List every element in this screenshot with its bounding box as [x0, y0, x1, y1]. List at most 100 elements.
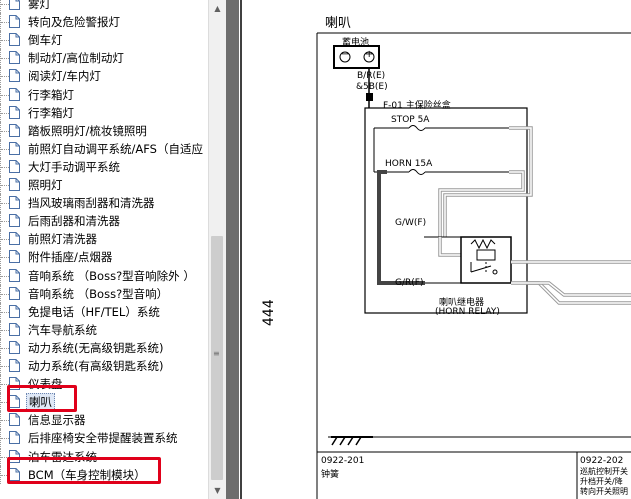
- document-icon: [9, 467, 20, 481]
- tree-item[interactable]: 仪表盘: [0, 375, 208, 394]
- tree-branch-line: [0, 121, 10, 140]
- tree-item-label: 倒车灯: [28, 33, 63, 48]
- tree-item[interactable]: 照明灯: [0, 176, 208, 194]
- tree-item[interactable]: 踏板照明灯/梳妆镜照明: [0, 121, 208, 140]
- fuse-box-label: F-01 主保险丝盒: [383, 101, 451, 111]
- tree-item-label: 后排座椅安全带提醒装置系统: [28, 431, 178, 446]
- tree-item-label: 动力系统(无高级钥匙系统): [28, 340, 164, 355]
- tree-item[interactable]: 动力系统(有高级钥匙系统): [0, 357, 208, 375]
- document-icon: [9, 159, 20, 173]
- scrollbar-grip-icon: ≡: [213, 349, 220, 358]
- tree-item[interactable]: 倒车灯: [0, 31, 208, 50]
- page-number: 444: [261, 299, 277, 326]
- tree-item[interactable]: 阅读灯/车内灯: [0, 67, 208, 86]
- wire-label-gr: G/R(F): [395, 278, 424, 288]
- document-icon: [9, 105, 20, 119]
- tree-item-label: 雾灯: [28, 0, 51, 11]
- document-icon: [9, 359, 20, 372]
- scroll-down-icon[interactable]: ▼: [214, 486, 221, 495]
- tree-item-label: 挡风玻璃雨刮器和清洗器: [28, 196, 155, 211]
- tree-item[interactable]: 汽车导航系统: [0, 320, 208, 339]
- document-icon: [9, 178, 20, 191]
- code-left: 0922-201: [321, 456, 365, 466]
- tree-branch-line: [0, 393, 10, 412]
- tree-branch-line: [0, 429, 10, 448]
- tree-item[interactable]: 信息显示器: [0, 411, 208, 430]
- code-left-desc: 钟簧: [321, 470, 340, 480]
- document-icon: [9, 123, 20, 137]
- tree-item[interactable]: 行李箱灯: [0, 103, 208, 122]
- document-icon: [9, 141, 20, 155]
- tree-item[interactable]: 泊车雷达系统: [0, 447, 208, 466]
- tree-branch-line: [0, 338, 10, 357]
- relay-label-en: (HORN RELAY): [435, 307, 500, 317]
- battery-label: 蓄电池: [342, 38, 370, 48]
- document-icon: [9, 87, 20, 101]
- document-icon: [9, 0, 20, 10]
- document-icon: [9, 286, 20, 300]
- tree-item-label: 免提电话（HF/TEL）系统: [28, 304, 160, 319]
- tree-branch-line: [0, 248, 10, 267]
- code-right: 0922-202: [580, 456, 624, 466]
- tree-branch-line: [0, 375, 10, 394]
- tree-item[interactable]: 音响系统 （Boss?型音响）: [0, 284, 208, 303]
- document-icon: [9, 250, 20, 264]
- scrollbar-thumb[interactable]: [211, 236, 223, 480]
- tree-item-label: 汽车导航系统: [28, 322, 97, 337]
- diagram-title: 喇叭: [325, 16, 352, 31]
- tree-item-label: 仪表盘: [28, 377, 63, 392]
- tree-item[interactable]: 制动灯/高位制动灯: [0, 49, 208, 68]
- document-icon: [9, 15, 20, 29]
- tree-item[interactable]: 后排座椅安全带提醒装置系统: [0, 429, 208, 448]
- tree-item[interactable]: 动力系统(无高级钥匙系统): [0, 338, 208, 357]
- tree-branch-line: [0, 302, 10, 321]
- document-icon: [9, 33, 20, 47]
- tree-item-label: 前照灯清洗器: [28, 232, 97, 247]
- document-icon: [9, 51, 20, 65]
- document-icon: [9, 449, 20, 463]
- tree-item-label: 大灯手动调平系统: [28, 159, 120, 174]
- relay-label-cn: 喇叭继电器: [439, 298, 485, 308]
- tree-item[interactable]: 音响系统 （Boss?型音响除外 ）: [0, 266, 208, 285]
- document-icon: [9, 322, 20, 336]
- document-icon: [9, 413, 20, 427]
- tree-branch-line: [0, 284, 10, 303]
- tree-item[interactable]: 行李箱灯: [0, 85, 208, 104]
- tree-branch-line: [0, 465, 10, 484]
- tree-item[interactable]: BCM（车身控制模块）: [0, 465, 208, 484]
- tree-item[interactable]: 后雨刮器和清洗器: [0, 212, 208, 231]
- document-icon: [9, 69, 20, 83]
- scroll-up-icon[interactable]: ▲: [214, 4, 221, 13]
- tree-item[interactable]: 免提电话（HF/TEL）系统: [0, 302, 208, 321]
- document-icon: [9, 214, 20, 228]
- tree-branch-line: [0, 31, 10, 50]
- tree-item[interactable]: 前照灯自动调平系统/AFS（自适应: [0, 139, 208, 158]
- tree-branch-line: [0, 157, 10, 176]
- tree-item[interactable]: 前照灯清洗器: [0, 230, 208, 249]
- tree-branch-line: [0, 266, 10, 285]
- tree-item-label: BCM（车身控制模块）: [28, 467, 146, 482]
- tree-branch-line: [0, 357, 10, 375]
- tree-item[interactable]: 转向及危险警报灯: [0, 13, 208, 32]
- tree-item-label: 行李箱灯: [28, 105, 74, 120]
- tree-item-label: 动力系统(有高级钥匙系统): [28, 359, 164, 373]
- tree-item-label: 音响系统 （Boss?型音响除外 ）: [28, 268, 195, 283]
- tree-item[interactable]: 附件插座/点烟器: [0, 248, 208, 267]
- tree-item[interactable]: 大灯手动调平系统: [0, 157, 208, 176]
- wire-label-gw: G/W(F): [395, 218, 427, 228]
- tree-branch-line: [0, 103, 10, 122]
- tree-item-label: 转向及危险警报灯: [28, 15, 120, 30]
- document-viewer: 喇叭 444 蓄电池 − + B/R(E) &5B(E) F-01 主保险丝盒 …: [226, 0, 631, 499]
- tree-item[interactable]: 喇叭: [0, 393, 208, 412]
- tree-item[interactable]: 雾灯: [0, 0, 208, 13]
- document-icon: [9, 196, 20, 210]
- tree-branch-line: [0, 13, 10, 32]
- document-icon: [9, 431, 20, 445]
- tree-scrollbar[interactable]: ▲ ≡ ▼: [208, 0, 226, 499]
- code-right-desc-3: 转向开关照明: [580, 487, 628, 496]
- fuse-horn-label: HORN 15A: [385, 159, 433, 169]
- wiring-diagram: [240, 0, 631, 499]
- tree-item[interactable]: 挡风玻璃雨刮器和清洗器: [0, 194, 208, 213]
- tree-branch-line: [0, 230, 10, 249]
- wire-label-battery-2: &5B(E): [356, 82, 388, 92]
